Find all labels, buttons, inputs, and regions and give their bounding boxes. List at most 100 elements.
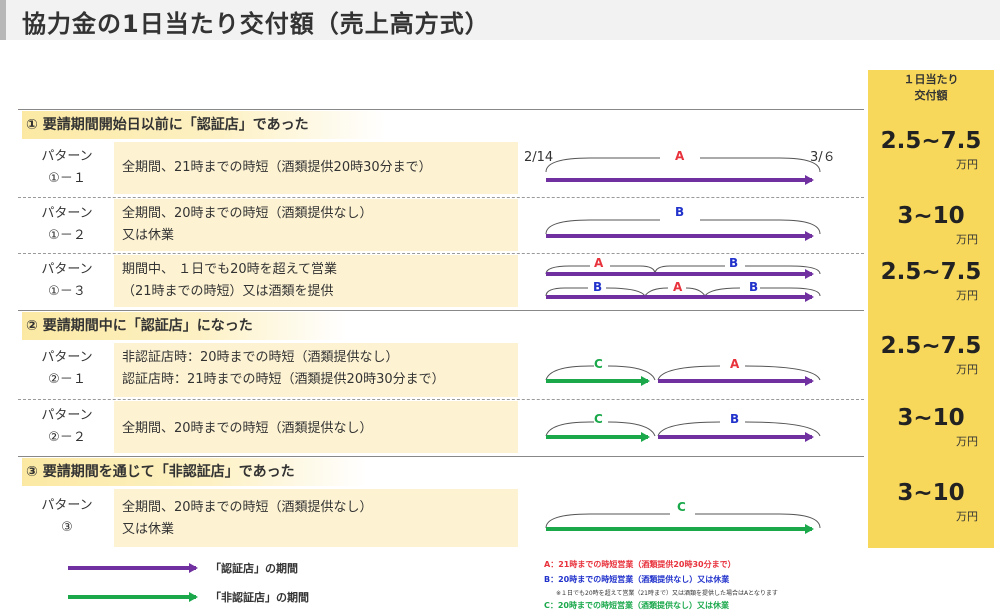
start-date-label: 2/14 [524,150,553,165]
description-background [114,343,518,397]
amount-unit: 万円 [956,510,978,523]
legend-certified-label: 「認証店」の期間 [210,562,298,575]
description-background [114,489,518,547]
amount-cell: 2.5~7.5 万円 [868,128,994,178]
period-bracket [657,365,821,381]
pattern-number: ①－２ [48,228,86,243]
amount-cell: 3~10 万円 [868,405,994,455]
row-description: 期間中、 １日でも20時を超えて営業 （21時までの時短）又は酒類を提供 [122,259,337,303]
amount-unit: 万円 [956,233,978,246]
divider [18,456,864,457]
row-description: 全期間、20時までの時短（酒類提供なし） [122,418,373,440]
section-heading-1: ① 要請期間開始日以前に「認証店」であった [22,111,386,139]
amount-value: 2.5~7.5 [880,333,982,359]
label-c: C [594,412,603,426]
description-line: 全期間、20時までの時短（酒類提供なし） [122,421,373,436]
amount-cell: 3~10 万円 [868,203,994,253]
row-description: 全期間、20時までの時短（酒類提供なし） 又は休業 [122,203,373,247]
amount-cell: 3~10 万円 [868,480,994,530]
title-bar: 協力金の1日当たり交付額（売上高方式） [0,0,1000,40]
row-description: 全期間、20時までの時短（酒類提供なし） 又は休業 [122,497,373,541]
amount-unit: 万円 [956,435,978,448]
amount-unit: 万円 [956,158,978,171]
period-bracket [545,157,821,173]
note-small: ※１日でも20時を超えて営業（21時まで）又は酒類を提供した場合はAとなります [556,590,778,597]
description-line: 又は休業 [122,228,175,243]
description-line: 期間中、 １日でも20時を超えて営業 [122,262,338,277]
period-bracket [545,219,821,235]
description-line: 認証店時：21時までの時短（酒類提供20時30分まで） [122,372,445,387]
period-bracket [657,421,821,437]
pattern-number: ①－１ [48,171,86,186]
divider [18,310,864,311]
description-background [114,401,518,453]
label-b: B [675,205,684,219]
description-line: 全期間、20時までの時短（酒類提供なし） [122,500,373,515]
legend-uncertified-label: 「非認証店」の期間 [210,591,309,604]
description-line: 全期間、21時までの時短（酒類提供20時30分まで） [122,160,432,175]
pattern-label: パターン ①－３ [22,259,112,303]
amount-value: 2.5~7.5 [880,259,982,285]
label-b: B [749,280,758,294]
description-background [114,199,518,251]
page-title: 協力金の1日当たり交付額（売上高方式） [22,10,490,38]
pattern-number: ②－１ [48,372,86,387]
amount-column-header: １日当たり 交付額 [868,72,994,104]
label-b: B [593,280,602,294]
label-b: B [730,412,739,426]
amount-cell: 2.5~7.5 万円 [868,333,994,383]
description-line: （21時までの時短）又は酒類を提供 [122,284,334,299]
pattern-word: パターン [41,498,93,513]
amount-value: 3~10 [897,405,965,431]
amount-header-line1: １日当たり [903,73,959,86]
pattern-label: パターン ②－２ [22,405,112,449]
label-a: A [730,357,740,371]
amount-cell: 2.5~7.5 万円 [868,259,994,309]
divider [18,109,864,110]
pattern-label: パターン ③ [22,495,112,539]
pattern-word: パターン [41,206,93,221]
pattern-word: パターン [41,350,93,365]
amount-unit: 万円 [956,363,978,376]
pattern-word: パターン [41,262,93,277]
section-heading-2: ② 要請期間中に「認証店」になった [22,312,346,340]
end-date-label: 3/６ [810,150,836,165]
pattern-label: パターン ②－１ [22,347,112,391]
pattern-number: ③ [61,520,73,535]
amount-value: 3~10 [897,480,965,506]
description-background [114,142,518,194]
amount-value: 3~10 [897,203,965,229]
period-bracket [545,513,821,529]
pattern-number: ②－２ [48,430,86,445]
note-a: A：21時までの時短営業（酒類提供20時30分まで） [544,560,736,569]
amount-unit: 万円 [956,289,978,302]
amount-header-line2: 交付額 [914,89,948,102]
amount-value: 2.5~7.5 [880,128,982,154]
pattern-number: ①－３ [48,284,86,299]
pattern-word: パターン [41,408,93,423]
section-heading-3: ③ 要請期間を通じて「非認証店」であった [22,458,366,486]
description-line: 非認証店時：20時までの時短（酒類提供なし） [122,350,399,365]
period-bracket [545,365,656,381]
label-a: A [673,280,683,294]
period-bracket [545,421,656,437]
divider [18,399,864,400]
pattern-label: パターン ①－２ [22,203,112,247]
row-description: 全期間、21時までの時短（酒類提供20時30分まで） [122,157,432,179]
note-c: C：20時までの時短営業（酒類提供なし）又は休業 [544,601,730,610]
row-description: 非認証店時：20時までの時短（酒類提供なし） 認証店時：21時までの時短（酒類提… [122,347,445,391]
label-a: A [675,149,685,163]
label-c: C [594,357,603,371]
divider [18,253,864,254]
description-line: 又は休業 [122,522,175,537]
description-line: 全期間、20時までの時短（酒類提供なし） [122,206,373,221]
pattern-label: パターン ①－１ [22,146,112,190]
label-b: B [729,256,738,270]
label-c: C [677,500,686,514]
pattern-word: パターン [41,149,93,164]
label-a: A [594,256,604,270]
description-background [114,255,518,307]
note-b: B：20時までの時短営業（酒類提供なし）又は休業 [544,575,730,584]
divider [18,197,864,198]
